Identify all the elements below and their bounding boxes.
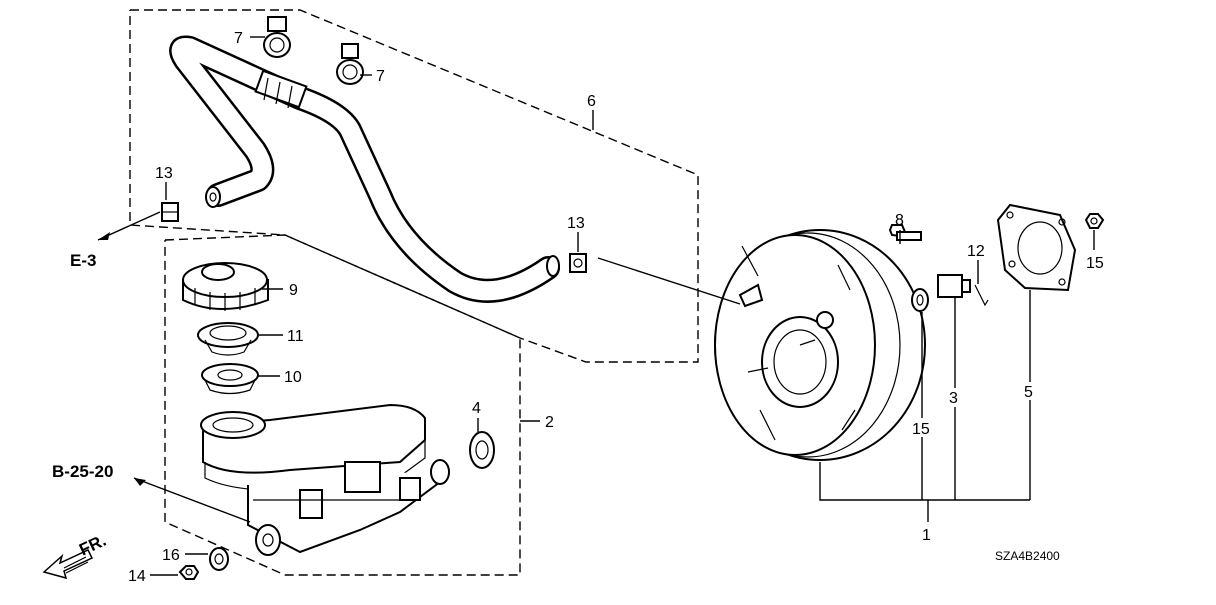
callout-9: 9	[289, 282, 298, 299]
callout-15-right: 15	[1086, 255, 1104, 272]
diagram-code: SZA4B2400	[995, 549, 1060, 563]
front-direction-arrow-icon	[42, 549, 94, 580]
leader-lines	[97, 36, 1095, 576]
callout-11: 11	[287, 328, 304, 345]
brake-booster	[714, 229, 926, 461]
hose-clamp-right	[336, 43, 364, 85]
callout-2: 2	[545, 414, 554, 431]
callout-14: 14	[128, 568, 146, 585]
callout-10: 10	[284, 369, 302, 386]
ref-b2520: B-25-20	[52, 462, 113, 481]
booster-gasket	[996, 203, 1077, 292]
callout-15-mid: 15	[912, 421, 930, 438]
brake-master-cylinder	[200, 403, 450, 556]
callout-4: 4	[472, 400, 481, 417]
callout-6: 6	[587, 93, 596, 110]
master-cylinder-seal	[469, 431, 495, 469]
reservoir-strainer	[201, 363, 259, 395]
yoke-clevis	[937, 274, 971, 298]
callout-1: 1	[922, 527, 931, 544]
callout-7-right: 7	[376, 68, 385, 85]
lock-pin	[974, 284, 989, 307]
callout-7-upper: 7	[234, 30, 243, 47]
booster-nut	[911, 288, 929, 312]
washer	[209, 547, 229, 571]
vacuum-hose	[169, 35, 560, 303]
callout-16: 16	[162, 547, 180, 564]
reservoir-cap	[182, 262, 269, 311]
hose-group-outline	[129, 9, 699, 363]
reservoir-diaphragm	[197, 322, 259, 356]
hose-clamp-upper	[263, 16, 291, 58]
master-cylinder-group-outline	[164, 234, 521, 576]
callout-labels: 7 7 6 13 13 9 11 10 4 2 14 16 8 12 15 15…	[128, 30, 1104, 585]
b2520-arrowhead	[134, 478, 146, 486]
ref-e3: E-3	[70, 251, 96, 270]
gasket-nut	[1084, 213, 1105, 229]
callout-8: 8	[895, 212, 904, 229]
callout-13-left: 13	[155, 165, 173, 182]
hose-clip-right	[569, 253, 587, 273]
hose-clip-left	[161, 202, 179, 222]
flange-nut	[178, 565, 200, 580]
callout-5: 5	[1024, 384, 1033, 401]
e3-arrowhead	[98, 232, 110, 240]
callout-12: 12	[967, 243, 985, 260]
callout-13-right: 13	[567, 215, 585, 232]
callout-3: 3	[949, 390, 958, 407]
bolt	[888, 224, 922, 241]
